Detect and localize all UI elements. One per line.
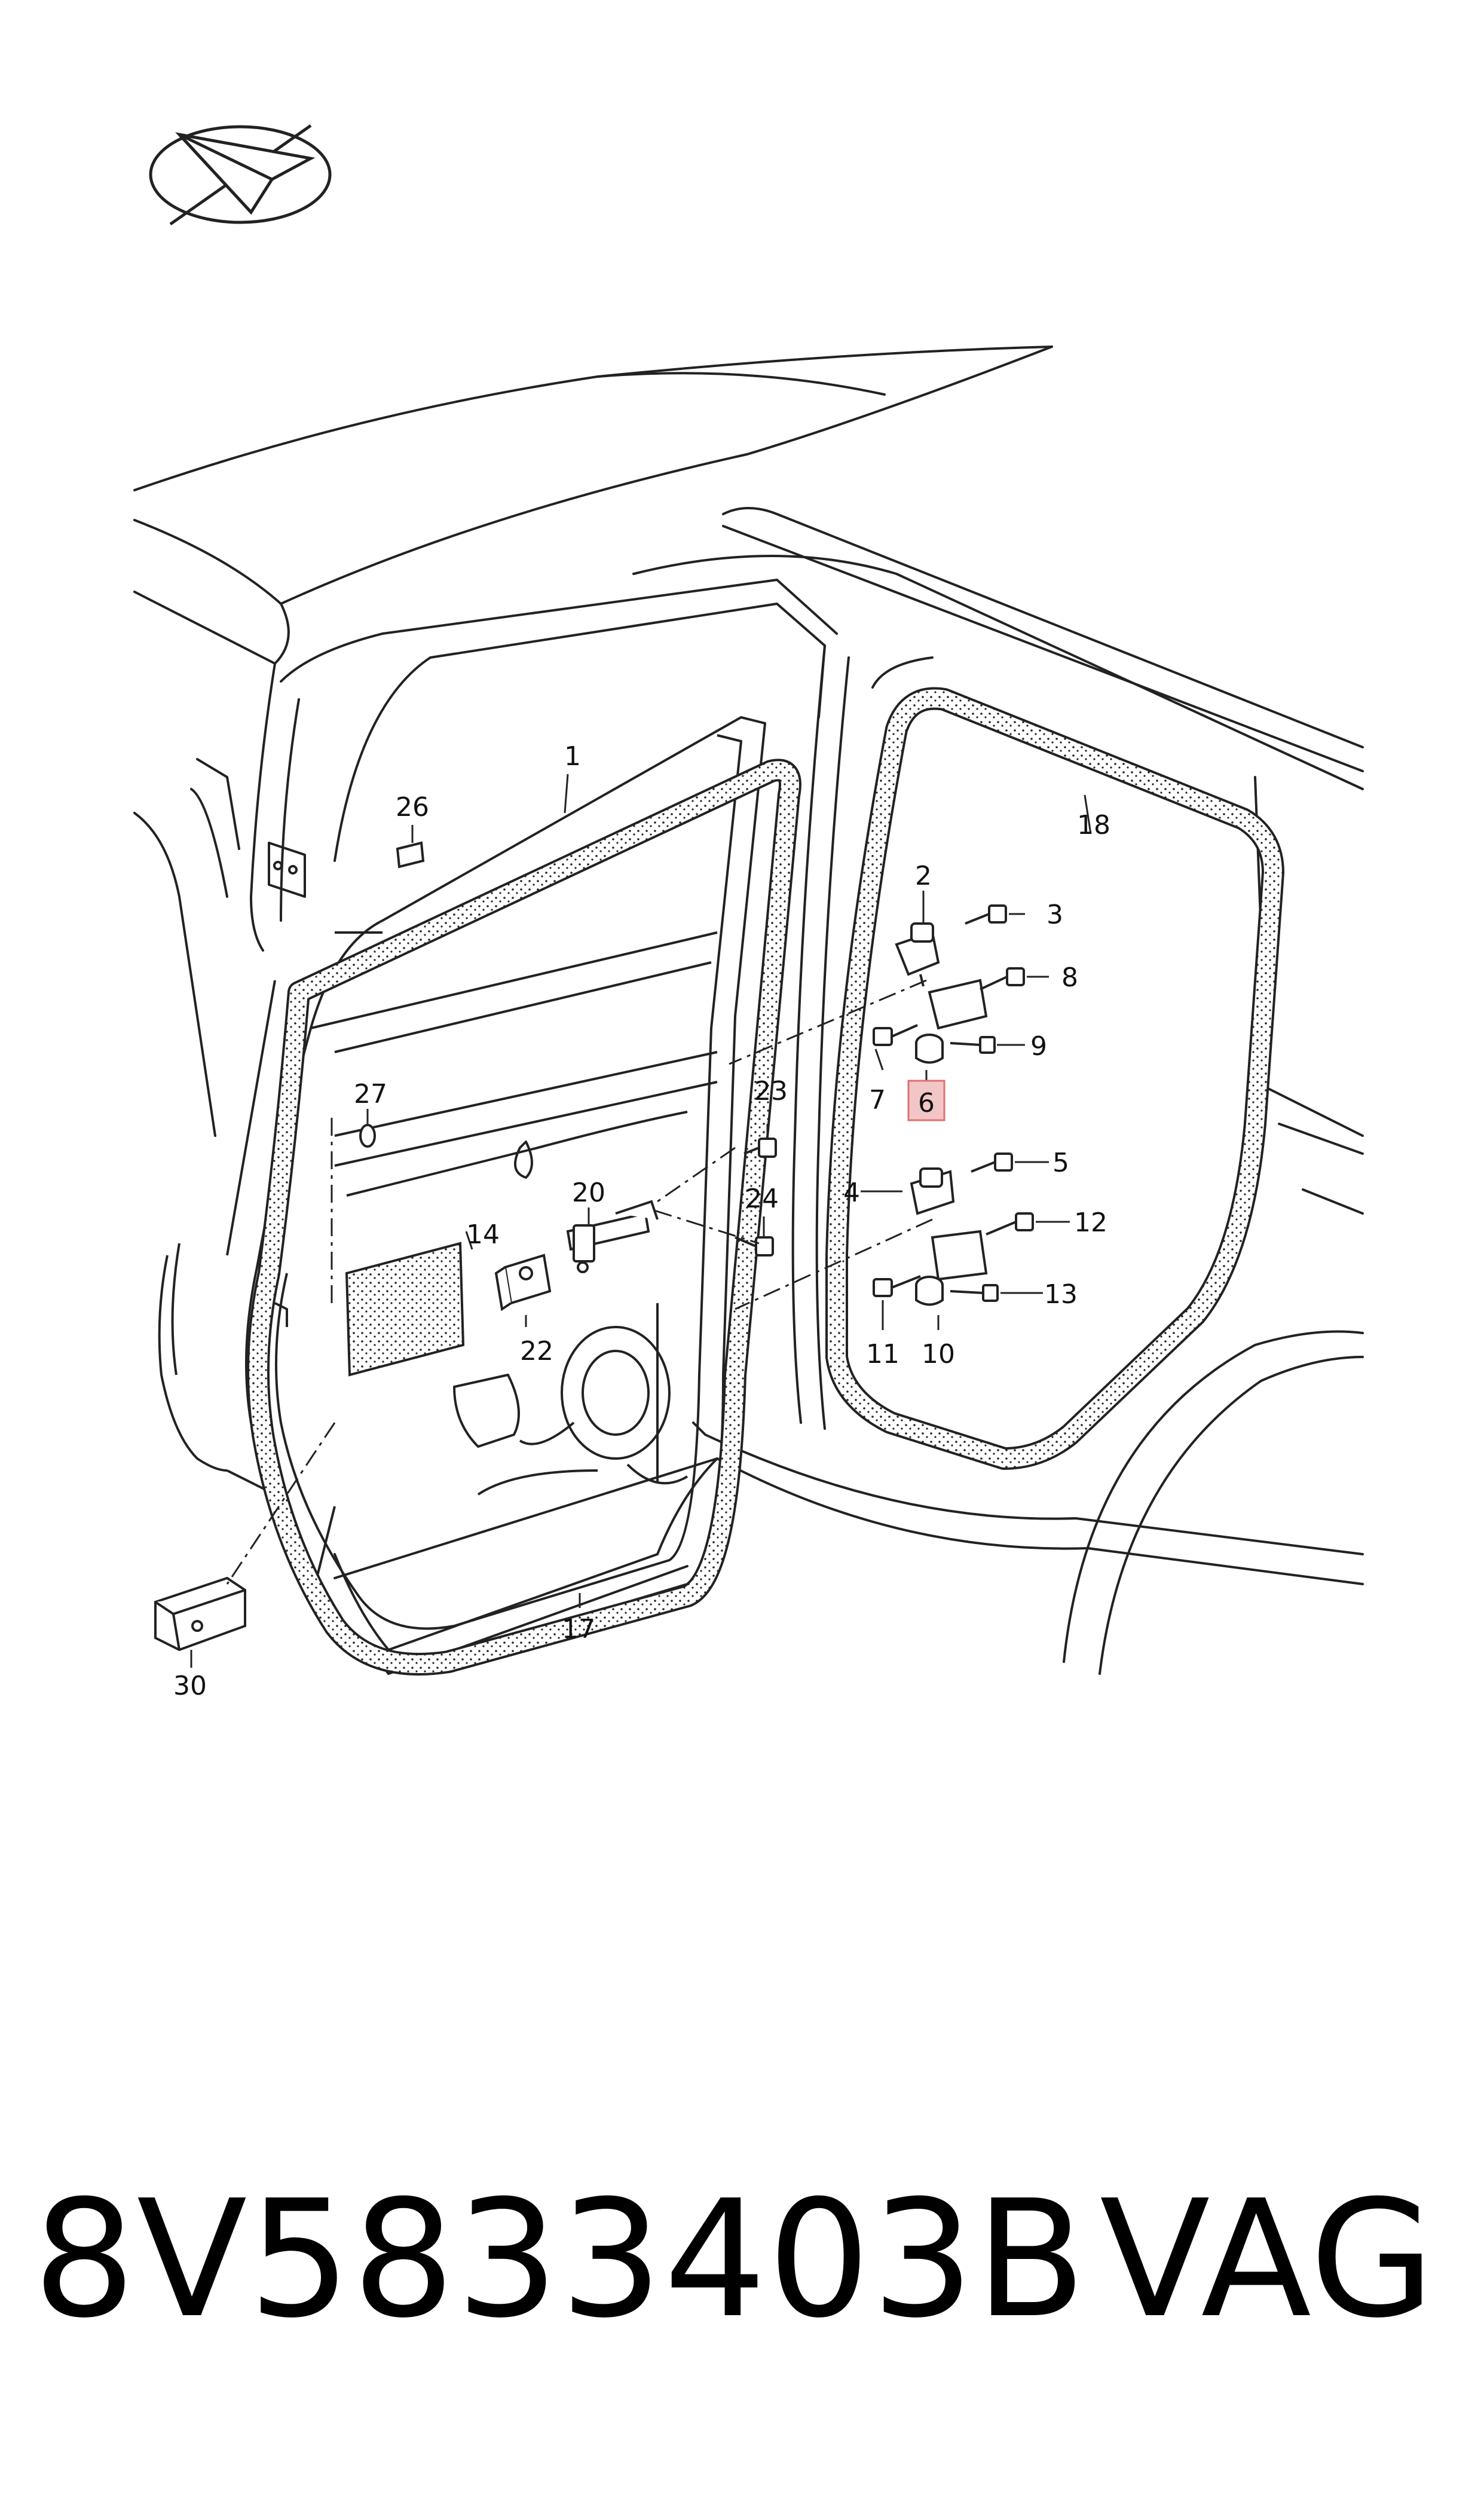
callout-1[interactable]: 1 (564, 741, 581, 772)
callout-13[interactable]: 13 (1044, 1279, 1078, 1310)
bolts (735, 904, 1034, 1302)
body-opening-seal-fill (828, 689, 1282, 1468)
callout-6-highlight (907, 1080, 946, 1121)
door-seal-fill (249, 761, 799, 1673)
callout-27[interactable]: 27 (354, 1079, 387, 1109)
callout-5[interactable]: 5 (1052, 1148, 1069, 1178)
bolt-5-icon (971, 1152, 1013, 1173)
plug (359, 1124, 376, 1148)
callout-4[interactable]: 4 (843, 1178, 860, 1208)
callout-3[interactable]: 3 (1047, 900, 1063, 930)
bolt-11-icon (873, 1275, 921, 1297)
door-shell (245, 716, 766, 1659)
sticker (396, 841, 425, 869)
callout-8[interactable]: 8 (1061, 962, 1078, 993)
callout-12[interactable]: 12 (1074, 1207, 1107, 1238)
callout-14[interactable]: 14 (466, 1219, 500, 1250)
lower-hinge-lower-part (915, 1230, 988, 1306)
callout-30[interactable]: 30 (173, 1671, 207, 1701)
insulation-pad (345, 1242, 465, 1377)
callout-10[interactable]: 10 (922, 1339, 955, 1369)
leader-lines (190, 774, 1092, 1668)
callout-17[interactable]: 17 (562, 1614, 595, 1644)
orientation-arrow-icon (149, 124, 332, 226)
brand-label: VAG (1100, 2165, 1436, 2353)
part-number: 8V5833403B (33, 2165, 1088, 2353)
bolt-9-icon (950, 1036, 996, 1054)
callout-2[interactable]: 2 (915, 861, 932, 891)
upper-hinge-upper-part (895, 922, 940, 987)
callout-9[interactable]: 9 (1030, 1031, 1047, 1062)
lower-hinge-upper-part (910, 1167, 955, 1215)
callout-20[interactable]: 20 (572, 1178, 605, 1208)
upper-hinge-lower-part (915, 979, 988, 1064)
lock-component (154, 1576, 246, 1652)
callout-24[interactable]: 24 (745, 1184, 779, 1214)
callout-26[interactable]: 26 (396, 792, 429, 823)
door-check-strap (566, 1200, 659, 1273)
callout-7[interactable]: 7 (869, 1085, 886, 1115)
bolt-13-icon (950, 1284, 999, 1302)
bolt-3-icon (965, 904, 1007, 925)
bolt-8-icon (980, 967, 1025, 990)
vehicle-body (133, 346, 1364, 1675)
callouts: 1 2 3 4 5 6 7 8 9 10 11 12 13 14 17 18 2… (173, 741, 1110, 1701)
assembly-lines (226, 979, 933, 1585)
callout-18[interactable]: 18 (1077, 810, 1110, 840)
callout-23[interactable]: 23 (754, 1076, 788, 1106)
check-strap-bracket (494, 1254, 552, 1312)
bolt-7-icon (873, 1024, 918, 1046)
callout-22[interactable]: 22 (520, 1336, 553, 1366)
callout-6[interactable]: 6 (918, 1088, 935, 1118)
bolt-12-icon (986, 1212, 1034, 1236)
callout-11[interactable]: 11 (866, 1339, 899, 1369)
door-seal (247, 759, 801, 1676)
